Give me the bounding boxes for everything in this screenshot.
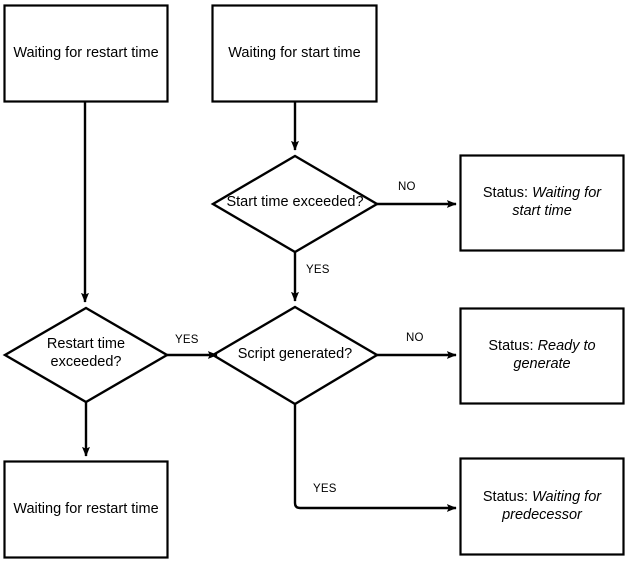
edge-label-start-exceeded-no: NO bbox=[398, 181, 416, 193]
node-waiting-restart-top bbox=[3, 4, 169, 103]
node-script-generated bbox=[210, 305, 380, 406]
node-status-ready-generate bbox=[459, 307, 625, 405]
node-status-waiting-start bbox=[459, 154, 625, 252]
edge-script-generated-yes bbox=[293, 404, 457, 512]
node-status-waiting-predecessor bbox=[459, 457, 625, 556]
edge-label-restart-exceeded-yes: YES bbox=[175, 334, 199, 346]
edge-label-start-exceeded-yes: YES bbox=[306, 264, 330, 276]
edge-label-script-generated-no: NO bbox=[406, 332, 424, 344]
node-waiting-start-top bbox=[211, 4, 378, 103]
node-waiting-restart-bottom bbox=[3, 460, 169, 559]
node-restart-time-exceeded bbox=[2, 306, 170, 404]
node-start-time-exceeded bbox=[210, 154, 380, 254]
edge-label-script-generated-yes: YES bbox=[313, 483, 337, 495]
